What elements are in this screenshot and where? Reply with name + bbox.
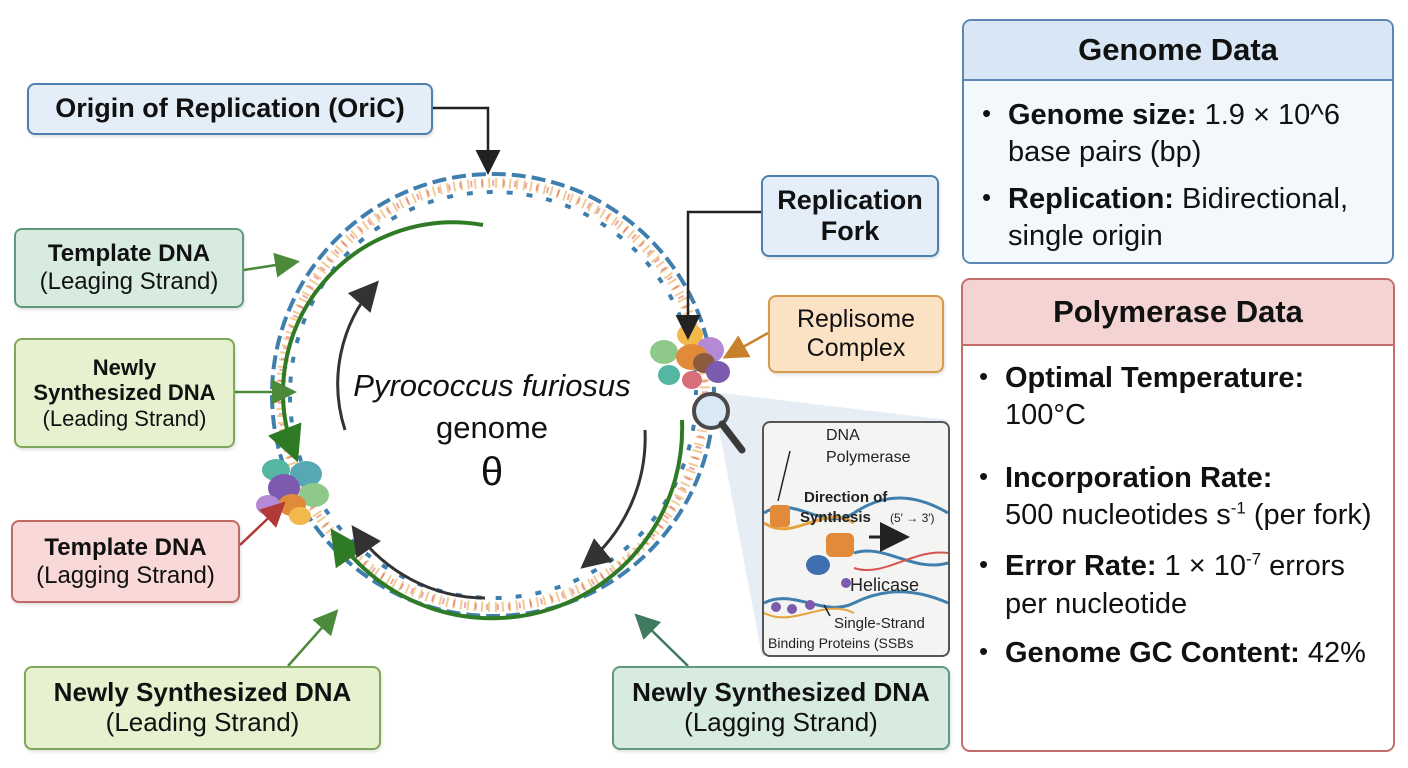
new-leading-left-sub: (Leading Strand) bbox=[42, 405, 207, 431]
item-label: Optimal Temperature: bbox=[1005, 362, 1305, 394]
template-leading-title: Template DNA bbox=[47, 240, 211, 268]
replisome-label: Replisome Complex bbox=[768, 295, 944, 373]
replisome-complex-right bbox=[650, 324, 730, 389]
replisome-complex-left bbox=[256, 459, 329, 525]
inset-polymerase-line2: Polymerase bbox=[826, 449, 911, 466]
inset-drawing bbox=[764, 450, 948, 619]
item-value-suffix: errors per nucleotide bbox=[1005, 550, 1345, 620]
new-leading-left-line1: Newly bbox=[92, 355, 157, 381]
list-item: • Incorporation Rate: 500 nucleotides s-1… bbox=[979, 460, 1379, 534]
template-arrow-left bbox=[336, 280, 379, 431]
template-leading-label: Template DNA (Leaging Strand) bbox=[14, 228, 244, 308]
new-leading-bottom-title: Newly Synthesized DNA bbox=[53, 677, 352, 708]
new-lagging-sub: (Lagging Strand) bbox=[684, 707, 878, 737]
fork-label-line2: Fork bbox=[820, 216, 880, 246]
new-leading-left-line2: Synthesized DNA bbox=[33, 380, 216, 406]
template-leading-arrow bbox=[243, 252, 300, 278]
inset-helicase: Helicase bbox=[850, 575, 920, 595]
bullet-icon: • bbox=[979, 635, 989, 666]
replisome-arrow bbox=[722, 331, 769, 359]
inset-ssb-line2: Binding Proteins (SSBs bbox=[768, 635, 914, 651]
theta-symbol: θ bbox=[480, 450, 504, 494]
replisome-label-line1: Replisome bbox=[796, 305, 916, 334]
item-value: 42% bbox=[1299, 636, 1366, 669]
inset-ssb-line1: Single-Strand bbox=[834, 615, 925, 632]
item-label: Genome GC Content: bbox=[1005, 636, 1300, 669]
new-leading-bottom-sub: (Leading Strand) bbox=[105, 707, 300, 737]
bullet-icon: • bbox=[982, 182, 992, 213]
list-item: • Optimal Temperature: 100°C bbox=[979, 360, 1379, 434]
item-value: Bidirectional, single origin bbox=[1008, 183, 1349, 253]
item-label: Incorporation Rate: bbox=[1005, 462, 1273, 495]
template-lagging-arrow bbox=[239, 501, 286, 546]
bullet-icon: • bbox=[982, 98, 992, 128]
template-lagging-label: Template DNA (Lagging Strand) bbox=[11, 520, 240, 603]
replication-fork-label: Replication Fork bbox=[761, 175, 939, 257]
bullet-icon: • bbox=[979, 549, 989, 580]
list-item: • Genome size: 1.9 × 10^6 base pairs (bp… bbox=[982, 97, 1378, 171]
polymerase-data-title: Polymerase Data bbox=[963, 280, 1393, 346]
item-exponent: -1 bbox=[1230, 498, 1246, 518]
template-leading-sub: (Leaging Strand) bbox=[39, 268, 219, 295]
item-value: 500 nucleotides s bbox=[1005, 499, 1231, 532]
template-arrow-bottom bbox=[351, 525, 486, 600]
fork-arrow bbox=[675, 210, 761, 340]
inset-polymerase-line1: DNA bbox=[826, 427, 860, 444]
item-label: Genome size: bbox=[1008, 99, 1197, 131]
new-leading-bottom-arrow bbox=[287, 609, 339, 667]
inset-direction-line2: Synthesis bbox=[800, 509, 871, 526]
item-value: 1 × 10 bbox=[1156, 550, 1246, 583]
oric-label-text: Origin of Replication (OriC) bbox=[55, 93, 405, 124]
replication-fork-inset: DNA Polymerase Direction of Synthesis (5… bbox=[762, 421, 950, 657]
list-item: • Replication: Bidirectional, single ori… bbox=[982, 181, 1378, 255]
item-value: 1.9 × 10^6 base pairs (bp) bbox=[1008, 99, 1340, 169]
template-lagging-sub: (Lagging Strand) bbox=[36, 561, 215, 589]
item-label: Error Rate: bbox=[1005, 550, 1157, 583]
bullet-icon: • bbox=[979, 461, 989, 492]
polymerase-data-body: • Optimal Temperature: 100°C • Incorporat… bbox=[963, 346, 1393, 672]
genome-data-body: • Genome size: 1.9 × 10^6 base pairs (bp… bbox=[964, 81, 1392, 262]
organism-name: Pyrococcus furiosus bbox=[353, 368, 631, 403]
leading-strand-arrow-bottom bbox=[330, 419, 685, 621]
genome-data-title: Genome Data bbox=[964, 21, 1392, 81]
new-leading-bottom-label: Newly Synthesized DNA (Leading Strand) bbox=[24, 666, 381, 750]
new-leading-left-label: Newly Synthesized DNA (Leading Strand) bbox=[14, 338, 235, 448]
oric-arrow bbox=[433, 106, 501, 175]
item-label: Replication: bbox=[1008, 183, 1174, 216]
item-value: 100°C bbox=[1005, 399, 1086, 432]
polymerase-data-panel: Polymerase Data • Optimal Temperature: 10… bbox=[961, 278, 1395, 752]
new-lagging-arrow bbox=[634, 613, 689, 667]
oric-label: Origin of Replication (OriC) bbox=[27, 83, 433, 135]
list-item: • Error Rate: 1 × 10-7 errors per nucleo… bbox=[979, 548, 1379, 622]
genome-data-panel: Genome Data • Genome size: 1.9 × 10^6 ba… bbox=[962, 19, 1394, 264]
genome-center-label: Pyrococcus furiosus genome θ bbox=[330, 368, 654, 495]
replisome-label-line2: Complex bbox=[806, 334, 906, 362]
genome-word: genome bbox=[435, 410, 549, 445]
template-arrow-right bbox=[580, 429, 647, 569]
fork-label-line1: Replication bbox=[777, 184, 923, 215]
inset-direction-note: (5′ → 3′) bbox=[890, 511, 935, 525]
list-item: • Genome GC Content: 42% bbox=[979, 635, 1379, 672]
new-lagging-label: Newly Synthesized DNA (Lagging Strand) bbox=[612, 666, 950, 750]
inset-direction-line1: Direction of bbox=[804, 489, 888, 506]
item-exponent: -7 bbox=[1246, 549, 1262, 569]
new-lagging-title: Newly Synthesized DNA bbox=[632, 677, 930, 708]
template-lagging-title: Template DNA bbox=[44, 533, 207, 561]
bullet-icon: • bbox=[979, 361, 989, 391]
item-value-suffix: (per fork) bbox=[1245, 499, 1372, 532]
